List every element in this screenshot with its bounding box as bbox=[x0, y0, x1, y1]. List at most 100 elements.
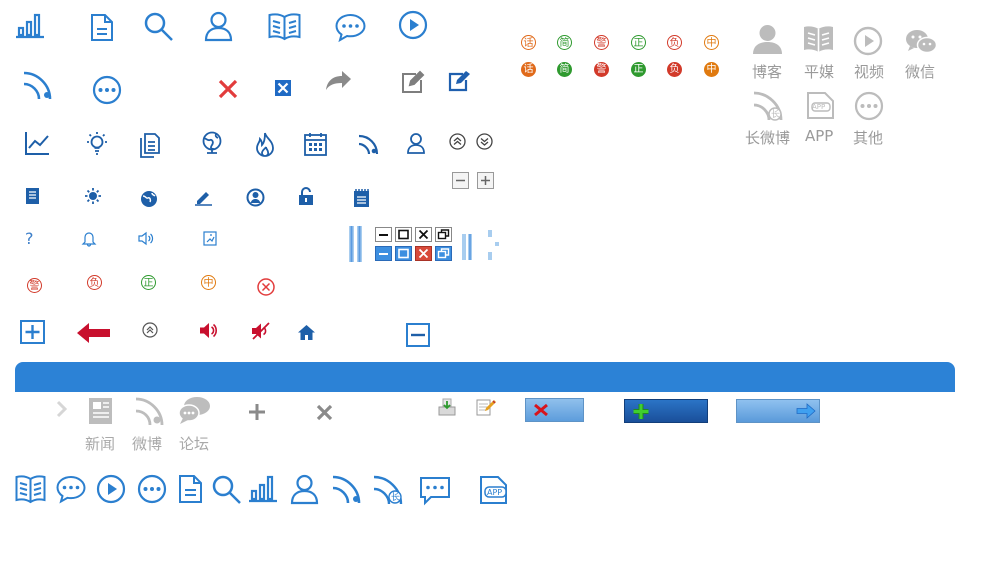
expand-plus-icon[interactable] bbox=[477, 172, 494, 189]
long-weibo-bottom-icon[interactable] bbox=[372, 474, 405, 505]
user-outline-icon[interactable] bbox=[407, 133, 425, 154]
fire-icon[interactable] bbox=[254, 132, 276, 158]
forum-label: 论坛 bbox=[179, 435, 210, 453]
bar-chart-bottom-icon[interactable] bbox=[248, 474, 278, 503]
line-chart-icon[interactable] bbox=[25, 131, 50, 155]
neutral-seal-small-icon: 中 bbox=[201, 275, 216, 290]
close-red-icon[interactable] bbox=[218, 79, 238, 99]
delete-button[interactable] bbox=[525, 398, 584, 422]
bulb-filled-icon[interactable] bbox=[84, 187, 102, 206]
bell-icon[interactable] bbox=[81, 231, 97, 247]
document-icon[interactable] bbox=[90, 13, 114, 42]
globe-icon[interactable] bbox=[201, 131, 223, 157]
add-gray-icon[interactable] bbox=[248, 403, 266, 421]
pencil-icon[interactable] bbox=[195, 189, 213, 206]
unlock-icon[interactable] bbox=[298, 187, 314, 206]
app-bottom-badge: APP bbox=[487, 488, 503, 497]
globe-filled-icon[interactable] bbox=[140, 190, 158, 208]
blog-user-icon[interactable] bbox=[752, 24, 783, 54]
mute-icon[interactable] bbox=[251, 322, 271, 340]
search-bottom-icon[interactable] bbox=[211, 474, 242, 505]
add-box-icon[interactable] bbox=[20, 320, 45, 344]
notepad-icon[interactable] bbox=[353, 188, 370, 208]
long-weibo-icon[interactable] bbox=[752, 90, 784, 121]
remove-box-icon[interactable] bbox=[406, 323, 430, 347]
long-weibo-label: 长微博 bbox=[745, 129, 791, 147]
maximize-button-icon[interactable] bbox=[395, 227, 412, 242]
header-banner bbox=[15, 362, 955, 392]
forum-icon[interactable] bbox=[178, 396, 211, 425]
app-badge-text: APP bbox=[812, 103, 826, 111]
play-icon[interactable] bbox=[398, 10, 428, 40]
delete-gray-icon[interactable] bbox=[316, 404, 333, 421]
more-dots-icon[interactable] bbox=[92, 75, 122, 105]
edit-notepad-icon[interactable] bbox=[476, 398, 496, 416]
splitter-sprite-icon bbox=[461, 230, 501, 260]
negative-seal-filled-icon: 负 bbox=[667, 62, 682, 77]
play-bottom-icon[interactable] bbox=[96, 474, 126, 504]
chevron-down-circle-icon[interactable] bbox=[476, 133, 493, 150]
wechat-label: 微信 bbox=[905, 63, 936, 81]
lightbulb-icon[interactable] bbox=[86, 131, 108, 157]
positive-seal-icon: 正 bbox=[631, 35, 646, 50]
close-button-icon[interactable] bbox=[415, 227, 432, 242]
user-circle-icon[interactable] bbox=[246, 188, 265, 207]
close-box-icon[interactable] bbox=[275, 80, 291, 96]
more-bottom-icon[interactable] bbox=[137, 474, 167, 504]
circle-x-icon[interactable] bbox=[257, 278, 275, 296]
wechat-icon[interactable] bbox=[905, 28, 938, 56]
document-bottom-icon[interactable] bbox=[178, 474, 203, 504]
forward-button[interactable] bbox=[736, 399, 820, 423]
share-arrow-icon[interactable] bbox=[325, 71, 352, 91]
alert-seal-filled-icon: 警 bbox=[594, 62, 609, 77]
chat-bubble-icon[interactable] bbox=[335, 13, 366, 43]
user-bottom-icon[interactable] bbox=[290, 474, 319, 505]
bar-chart-icon[interactable] bbox=[15, 12, 45, 39]
calendar-icon[interactable] bbox=[304, 132, 327, 156]
rss-icon[interactable] bbox=[22, 70, 53, 100]
news-doc-icon[interactable] bbox=[25, 187, 40, 205]
book-bottom-icon[interactable] bbox=[15, 474, 46, 504]
maximize-hover-button-icon[interactable] bbox=[395, 246, 412, 261]
weibo-icon[interactable] bbox=[134, 396, 165, 426]
comment-bottom-icon[interactable] bbox=[419, 476, 451, 506]
app-bottom-icon[interactable] bbox=[479, 475, 510, 505]
app-label: APP bbox=[805, 127, 834, 145]
download-tray-icon[interactable] bbox=[438, 398, 456, 416]
exit-door-icon[interactable] bbox=[203, 231, 217, 246]
video-icon[interactable] bbox=[853, 26, 883, 56]
rss-small-icon[interactable] bbox=[357, 134, 379, 155]
user-icon[interactable] bbox=[204, 11, 233, 42]
copy-document-icon[interactable] bbox=[140, 133, 160, 158]
chat-bottom-icon[interactable] bbox=[56, 475, 86, 504]
question-icon[interactable]: ? bbox=[25, 229, 34, 248]
other-icon[interactable] bbox=[854, 91, 884, 121]
open-book-icon[interactable] bbox=[268, 12, 301, 41]
rss-bottom-icon[interactable] bbox=[331, 474, 362, 504]
restore-hover-button-icon[interactable] bbox=[435, 246, 452, 261]
restore-button-icon[interactable] bbox=[435, 227, 452, 242]
neutral-seal-icon: 中 bbox=[704, 35, 719, 50]
close-hover-button-icon[interactable] bbox=[415, 246, 432, 261]
blog-label: 博客 bbox=[752, 63, 783, 81]
volume-icon[interactable] bbox=[199, 322, 218, 339]
home-icon[interactable] bbox=[297, 324, 316, 341]
minimize-button-icon[interactable] bbox=[375, 227, 392, 242]
speaker-icon[interactable] bbox=[138, 231, 155, 246]
positive-seal-small-icon: 正 bbox=[141, 275, 156, 290]
chevron-up-circle-icon[interactable] bbox=[449, 133, 466, 150]
search-icon[interactable] bbox=[143, 11, 174, 42]
edit-icon[interactable] bbox=[401, 70, 425, 94]
app-icon[interactable] bbox=[806, 91, 835, 120]
minimize-hover-button-icon[interactable] bbox=[375, 246, 392, 261]
collapse-minus-icon[interactable] bbox=[452, 172, 469, 189]
edit-blue-icon[interactable] bbox=[448, 71, 471, 92]
weibo-label: 微博 bbox=[132, 435, 163, 453]
chevron-right-icon[interactable] bbox=[56, 400, 68, 418]
double-chevron-up-icon[interactable] bbox=[142, 322, 158, 338]
back-arrow-icon[interactable] bbox=[77, 323, 110, 343]
print-media-icon[interactable] bbox=[803, 25, 834, 54]
news-icon[interactable] bbox=[88, 397, 114, 425]
add-button[interactable] bbox=[624, 399, 708, 423]
video-label: 视频 bbox=[854, 63, 885, 81]
